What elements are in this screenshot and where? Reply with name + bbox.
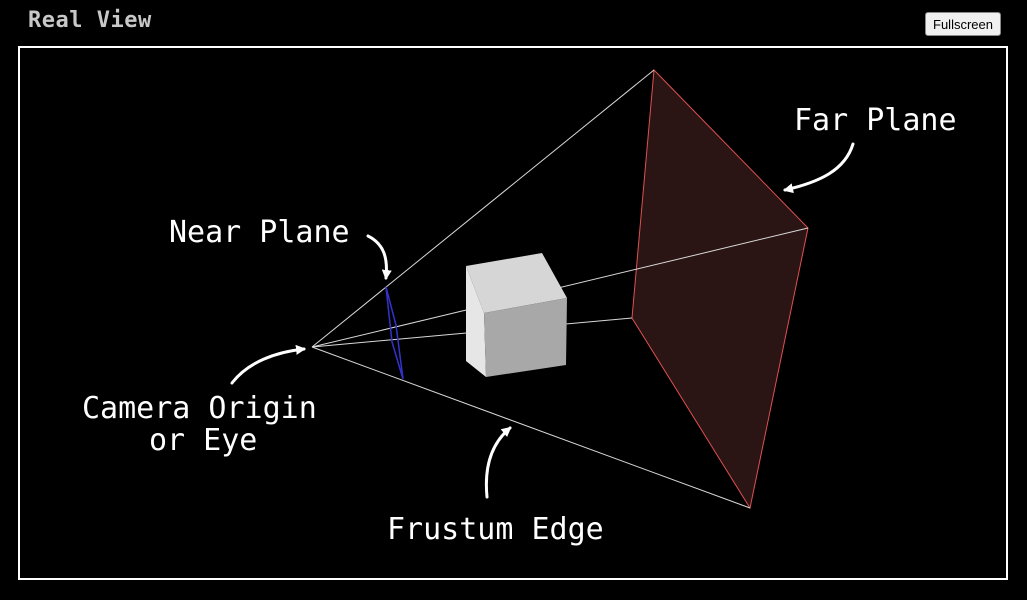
cube [466,253,567,377]
near-plane-arrow [366,234,392,280]
camera-origin-label-line1: Camera Origin [82,391,317,426]
cube-top-face [466,253,567,313]
frustum-edge-label: Frustum Edge [387,512,604,547]
far-plane [631,68,809,510]
frustum-edge-top [311,69,655,348]
view-title: Real View [28,8,152,33]
cube-right-face [484,298,567,377]
near-plane [385,286,404,380]
camera-origin-label-line2: or Eye [149,423,257,458]
scene-viewport[interactable] [18,46,1008,580]
cube-left-face [466,266,486,377]
far-plane-label: Far Plane [794,103,957,138]
camera-origin-arrow [230,344,306,385]
fullscreen-button[interactable]: Fullscreen [925,12,1001,36]
far-plane-arrow [783,142,855,194]
frustum-edge-bottom [311,346,751,509]
frustum-edge-arrow [484,426,512,499]
near-plane-label: Near Plane [169,215,350,250]
